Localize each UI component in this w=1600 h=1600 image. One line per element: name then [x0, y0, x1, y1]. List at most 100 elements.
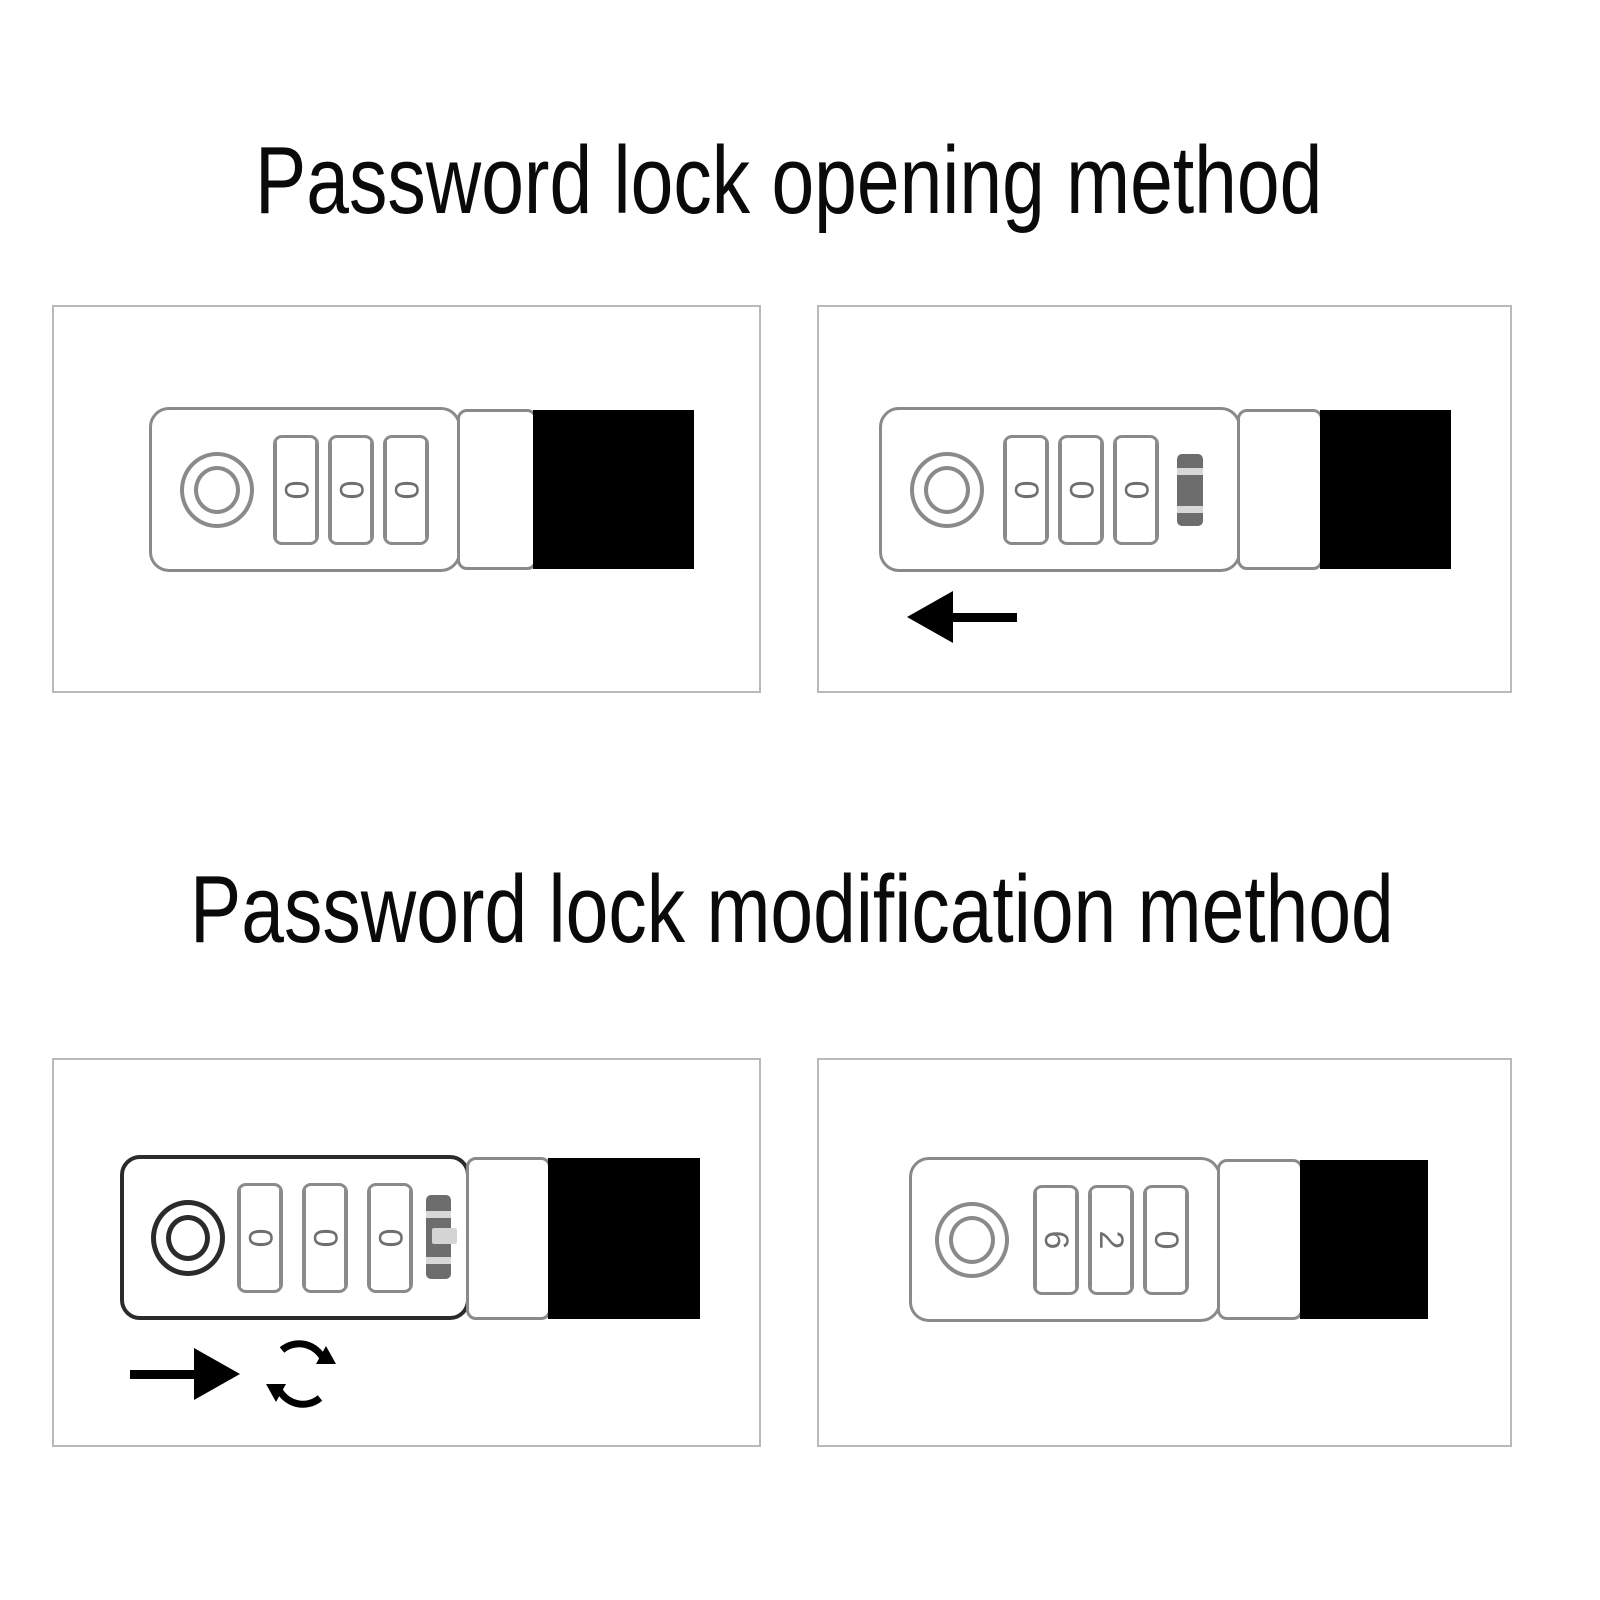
dial-window-2[interactable]: 3 2 1: [1088, 1185, 1134, 1295]
slider-stripe: [426, 1211, 451, 1218]
lock-strap-white: [466, 1157, 551, 1320]
rotate-icon-svg: [266, 1340, 336, 1408]
key-ring-inner-icon: [194, 466, 240, 514]
dial-separator: [1116, 440, 1117, 540]
dial-window-2[interactable]: 1 0 9: [1058, 435, 1104, 545]
arrow-left-icon: [907, 591, 1017, 643]
dial-digit: 9: [1058, 440, 1059, 540]
dial-separator: [409, 1188, 410, 1288]
arrow-head: [194, 1348, 240, 1400]
dial-window-2[interactable]: 1 0 9: [302, 1183, 348, 1293]
dial-digit: 2: [1092, 1230, 1130, 1250]
dial-digit: 0: [371, 1228, 409, 1248]
combination-lock-opening-1: 1 0 9 1 0 9 1: [149, 407, 694, 572]
panel-opening-step-1: 1 0 9 1 0 9 1: [52, 305, 761, 693]
dial-digit: 0: [1062, 480, 1100, 500]
dial-reel: 1 0 9: [1146, 1190, 1189, 1290]
dial-reel: 1 0 9: [331, 440, 371, 540]
dial-digit: 9: [237, 1188, 238, 1288]
dial-digit: 9: [273, 440, 274, 540]
dial-reel: 1 0 9: [1006, 440, 1049, 540]
dial-window-1[interactable]: 1 0 9: [273, 435, 319, 545]
dial-digit: 1: [282, 1188, 283, 1288]
dial-separator: [1045, 440, 1046, 540]
arrow-shaft: [951, 613, 1017, 622]
dial-separator: [1036, 1190, 1037, 1290]
dial-digit: 0: [387, 480, 425, 500]
dial-window-3[interactable]: 1 0 9: [1143, 1185, 1189, 1295]
combination-lock-modification-1: 1 0 9 1 0 9 1: [120, 1155, 700, 1320]
dial-separator: [1146, 1190, 1147, 1290]
dial-reel: 1 0 9: [1113, 440, 1159, 540]
dial-digit: 1: [1048, 440, 1049, 540]
lock-strap-black: [548, 1158, 700, 1319]
arrow-right-icon: [130, 1348, 240, 1400]
dial-separator: [1185, 1190, 1186, 1290]
key-ring-inner-icon: [166, 1215, 210, 1261]
dial-window-3[interactable]: 1 0 9: [1113, 435, 1159, 545]
dial-digit: 1: [1158, 440, 1159, 540]
dial-separator: [344, 1188, 345, 1288]
dial-digit: 9: [367, 1188, 368, 1288]
dial-reel: 1 0 9: [273, 440, 319, 540]
dial-digit: 6: [1037, 1230, 1075, 1250]
dial-separator: [305, 1188, 306, 1288]
dial-separator: [370, 1188, 371, 1288]
key-ring-outer-icon: [180, 452, 254, 528]
dial-separator: [1155, 440, 1156, 540]
dial-reel: 1 0 9: [367, 1188, 413, 1288]
dial-reel: 1 0 9: [1058, 440, 1101, 540]
dial-separator: [276, 440, 277, 540]
lock-slider-button[interactable]: [426, 1195, 457, 1279]
panel-modification-step-2: 7 6 5 3 2 1 1: [817, 1058, 1512, 1447]
dial-separator: [279, 1188, 280, 1288]
dial-separator: [1061, 440, 1062, 540]
dial-window-1[interactable]: 7 6 5: [1033, 1185, 1079, 1295]
dial-separator: [425, 440, 426, 540]
dial-digit: 0: [332, 480, 370, 500]
slider-nub: [432, 1228, 457, 1244]
dial-window-2[interactable]: 1 0 9: [328, 435, 374, 545]
dial-separator: [370, 440, 371, 540]
dial-digit: 9: [302, 1188, 303, 1288]
lock-slider-button[interactable]: [1177, 454, 1203, 526]
key-ring-inner-icon: [924, 466, 970, 514]
slider-stripe: [426, 1257, 451, 1264]
key-ring-outer-icon: [151, 1200, 225, 1276]
dial-separator: [1130, 1190, 1131, 1290]
dial-digit: 9: [1113, 440, 1114, 540]
dial-digit: 7: [1078, 1190, 1079, 1290]
rotate-icon: [258, 1330, 344, 1418]
dial-separator: [386, 440, 387, 540]
arrow-shaft: [130, 1370, 196, 1379]
dial-reel: 3 2 1: [1088, 1190, 1131, 1290]
dial-window-1[interactable]: 1 0 9: [1003, 435, 1049, 545]
dial-digit: 0: [277, 480, 315, 500]
dial-window-1[interactable]: 1 0 9: [237, 1183, 283, 1293]
lock-strap-black: [533, 410, 694, 569]
dial-digit: 9: [383, 440, 384, 540]
dial-separator: [1100, 440, 1101, 540]
key-ring-outer-icon: [910, 452, 984, 528]
dial-digit: 1: [1088, 1190, 1089, 1290]
dial-digit: 1: [412, 1188, 413, 1288]
dial-digit: 0: [1117, 480, 1155, 500]
dial-digit: 0: [1007, 480, 1045, 500]
dial-digit: 1: [318, 440, 319, 540]
dial-digit: 1: [1188, 1190, 1189, 1290]
dial-reel: 1 0 9: [237, 1188, 283, 1288]
key-ring-inner-icon: [949, 1216, 995, 1264]
dial-reel: 7 6 5: [1036, 1190, 1079, 1290]
dial-separator: [331, 440, 332, 540]
dial-window-3[interactable]: 1 0 9: [367, 1183, 413, 1293]
combination-lock-modification-2: 7 6 5 3 2 1 1: [909, 1157, 1469, 1322]
panel-modification-step-1: 1 0 9 1 0 9 1: [52, 1058, 761, 1447]
dial-digit: 1: [347, 1188, 348, 1288]
dial-window-3[interactable]: 1 0 9: [383, 435, 429, 545]
lock-strap-black: [1320, 410, 1451, 569]
dial-digit: 1: [428, 440, 429, 540]
dial-separator: [1091, 1190, 1092, 1290]
dial-digit: 0: [1147, 1230, 1185, 1250]
dial-separator: [315, 440, 316, 540]
